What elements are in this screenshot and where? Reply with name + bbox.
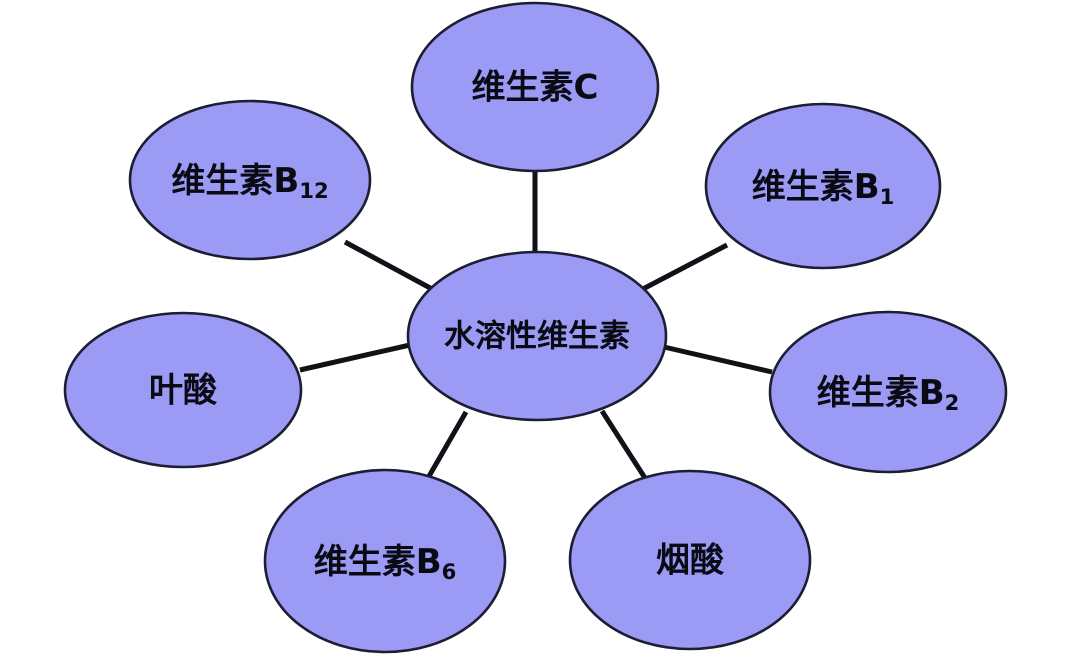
- node-center[interactable]: 水溶性维生素: [406, 250, 668, 422]
- node-folic-acid[interactable]: 叶酸: [63, 311, 303, 469]
- node-label-folic-acid: 叶酸: [149, 371, 218, 411]
- connector-line-vitamin-b1: [639, 242, 729, 293]
- node-ellipse-vitamin-c: [410, 1, 660, 173]
- node-niacin[interactable]: 烟酸: [568, 469, 812, 651]
- node-vitamin-b6[interactable]: 维生素B6: [263, 468, 507, 654]
- node-vitamin-b1[interactable]: 维生素B1: [704, 102, 942, 270]
- node-ellipse-center: [406, 250, 668, 422]
- node-label-vitamin-b12: 维生素B12: [171, 161, 328, 204]
- node-label-vitamin-b2: 维生素B2: [817, 373, 960, 416]
- node-ellipse-niacin: [568, 469, 812, 651]
- nodes-layer: 水溶性维生素 维生素C 维生素B12 维生素B1 叶酸 维生素B2 维生素B6 烟酸: [63, 1, 1008, 654]
- connector-line-vitamin-b2: [663, 344, 773, 375]
- edges-layer: [299, 170, 773, 480]
- node-label-vitamin-c: 维生素C: [472, 68, 599, 108]
- node-label-niacin: 烟酸: [656, 541, 725, 581]
- connector-line-vitamin-b12: [343, 239, 434, 292]
- node-label-vitamin-b6: 维生素B6: [314, 542, 457, 585]
- node-ellipse-vitamin-b12: [128, 99, 372, 261]
- node-vitamin-c[interactable]: 维生素C: [410, 1, 660, 173]
- node-vitamin-b2[interactable]: 维生素B2: [768, 310, 1008, 474]
- node-vitamin-b12[interactable]: 维生素B12: [128, 99, 372, 261]
- connector-line-niacin: [599, 409, 648, 480]
- node-ellipse-vitamin-b6: [263, 468, 507, 654]
- node-ellipse-vitamin-b2: [768, 310, 1008, 474]
- connector-line-vitamin-b6: [425, 410, 469, 480]
- node-label-center: 水溶性维生素: [444, 319, 630, 355]
- node-ellipse-vitamin-b1: [704, 102, 942, 270]
- node-label-vitamin-b1: 维生素B1: [752, 167, 895, 210]
- connector-line-folic-acid: [299, 342, 411, 373]
- node-ellipse-folic-acid: [63, 311, 303, 469]
